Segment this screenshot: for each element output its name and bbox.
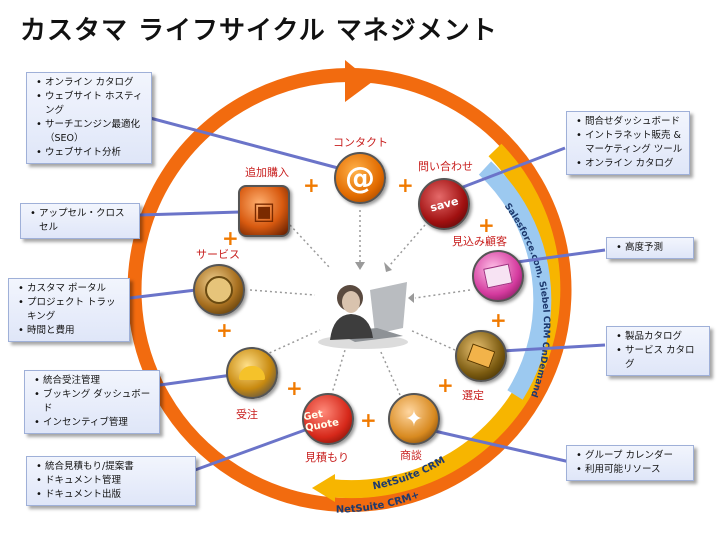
contact-node: @: [334, 152, 386, 204]
stage-label-prospect: 見込み顧客: [452, 235, 507, 248]
connector-negotiation: [429, 428, 571, 464]
upsell-node: ▣: [238, 185, 290, 237]
callout-item: ドキュメント出版: [36, 488, 189, 502]
callout-item: サーチエンジン最適化 （SEO）: [36, 118, 145, 146]
yellow-arrowhead: [312, 474, 335, 502]
plus-sign: +: [303, 173, 320, 197]
blue-ring: [478, 161, 552, 400]
get-quote-icon: Get Quote: [302, 408, 340, 435]
plus-sign: +: [490, 308, 507, 332]
callout-item: アップセル・クロスセル: [30, 207, 133, 235]
callout-item: ウェブサイト分析: [36, 146, 145, 160]
callout-item: ドキュメント管理: [36, 474, 189, 488]
center-spokes: [249, 210, 471, 401]
shopping-cart-icon: ▣: [252, 197, 276, 225]
handshake-icon: ✦: [404, 406, 424, 432]
hardhat-icon: [239, 366, 265, 380]
callout-item: 統合受注管理: [34, 374, 153, 388]
stage-label-selection: 選定: [462, 389, 484, 402]
connector-quote: [194, 428, 306, 472]
plus-sign: +: [216, 318, 233, 342]
stage-label-contact: コンタクト: [333, 136, 388, 149]
orange-arrowhead: [345, 60, 372, 102]
callout-item: グループ カレンダー: [576, 449, 687, 463]
callout-item: オンライン カタログ: [576, 157, 683, 171]
catalog-icon: [466, 343, 496, 369]
plus-sign: +: [478, 213, 495, 237]
callout-quote: 統合見積もり/提案書 ドキュメント管理 ドキュメント出版: [26, 456, 196, 506]
stage-label-inquiry: 問い合わせ: [418, 160, 473, 173]
person-at-laptop-image: [318, 282, 408, 349]
callout-item: カスタマ ポータル: [18, 282, 123, 296]
outer-orange-ring: [127, 68, 572, 512]
stage-label-quote: 見積もり: [305, 451, 349, 464]
save-sign-icon: save: [428, 194, 460, 214]
plus-sign: +: [222, 226, 239, 250]
callout-service: カスタマ ポータル プロジェクト トラッキング 時間と費用: [8, 278, 130, 342]
callout-item: プロジェクト トラッキング: [18, 296, 123, 324]
service-node: [193, 264, 245, 316]
selection-node: [455, 330, 507, 382]
callout-item: 高度予測: [616, 241, 687, 255]
spoke-arrowheads: [355, 262, 414, 303]
stopwatch-icon: [205, 276, 233, 304]
at-sign-icon: @: [345, 160, 375, 196]
documents-icon: [483, 263, 513, 289]
plus-sign: +: [397, 173, 414, 197]
callout-item: ブッキング ダッシュボード: [34, 388, 153, 416]
connector-order: [159, 373, 233, 387]
callout-item: ウェブサイト ホスティング: [36, 90, 145, 118]
callout-item: 製品カタログ: [616, 330, 703, 344]
callout-order: 統合受注管理 ブッキング ダッシュボード インセンティブ管理: [24, 370, 160, 434]
quote-node: Get Quote: [302, 393, 354, 445]
callout-inquiry: 問合せダッシュボード イントラネット販売 & マーケティング ツール オンライン…: [566, 111, 690, 175]
stage-label-upsell: 追加購入: [245, 166, 289, 179]
callout-item: イントラネット販売 & マーケティング ツール: [576, 129, 683, 157]
plus-sign: +: [286, 376, 303, 400]
inquiry-node: save: [418, 178, 470, 230]
callout-item: 時間と費用: [18, 324, 123, 338]
stage-label-service: サービス: [196, 248, 240, 261]
callout-item: 利用可能リソース: [576, 463, 687, 477]
callout-item: インセンティブ管理: [34, 416, 153, 430]
callout-item: オンライン カタログ: [36, 76, 145, 90]
connector-service: [129, 288, 197, 300]
prospect-node: [472, 250, 524, 302]
connector-inquiry: [449, 146, 566, 194]
callout-prospect: 高度予測: [606, 237, 694, 259]
plus-sign: +: [437, 373, 454, 397]
negotiation-node: ✦: [388, 393, 440, 445]
stage-label-negotiation: 商談: [400, 449, 422, 462]
stage-label-order: 受注: [236, 408, 258, 421]
plus-sign: +: [360, 408, 377, 432]
callout-item: サービス カタログ: [616, 344, 703, 372]
callout-negotiation: グループ カレンダー 利用可能リソース: [566, 445, 694, 481]
connector-marketing: [149, 116, 339, 170]
callout-selection: 製品カタログ サービス カタログ: [606, 326, 710, 376]
page-title: カスタマ ライフサイクル マネジメント: [20, 16, 498, 46]
callout-upsell: アップセル・クロスセル: [20, 203, 140, 239]
order-node: [226, 347, 278, 399]
connector-upsell: [139, 210, 241, 217]
callout-marketing: オンライン カタログ ウェブサイト ホスティング サーチエンジン最適化 （SEO…: [26, 72, 152, 164]
callout-item: 問合せダッシュボード: [576, 115, 683, 129]
callout-item: 統合見積もり/提案書: [36, 460, 189, 474]
